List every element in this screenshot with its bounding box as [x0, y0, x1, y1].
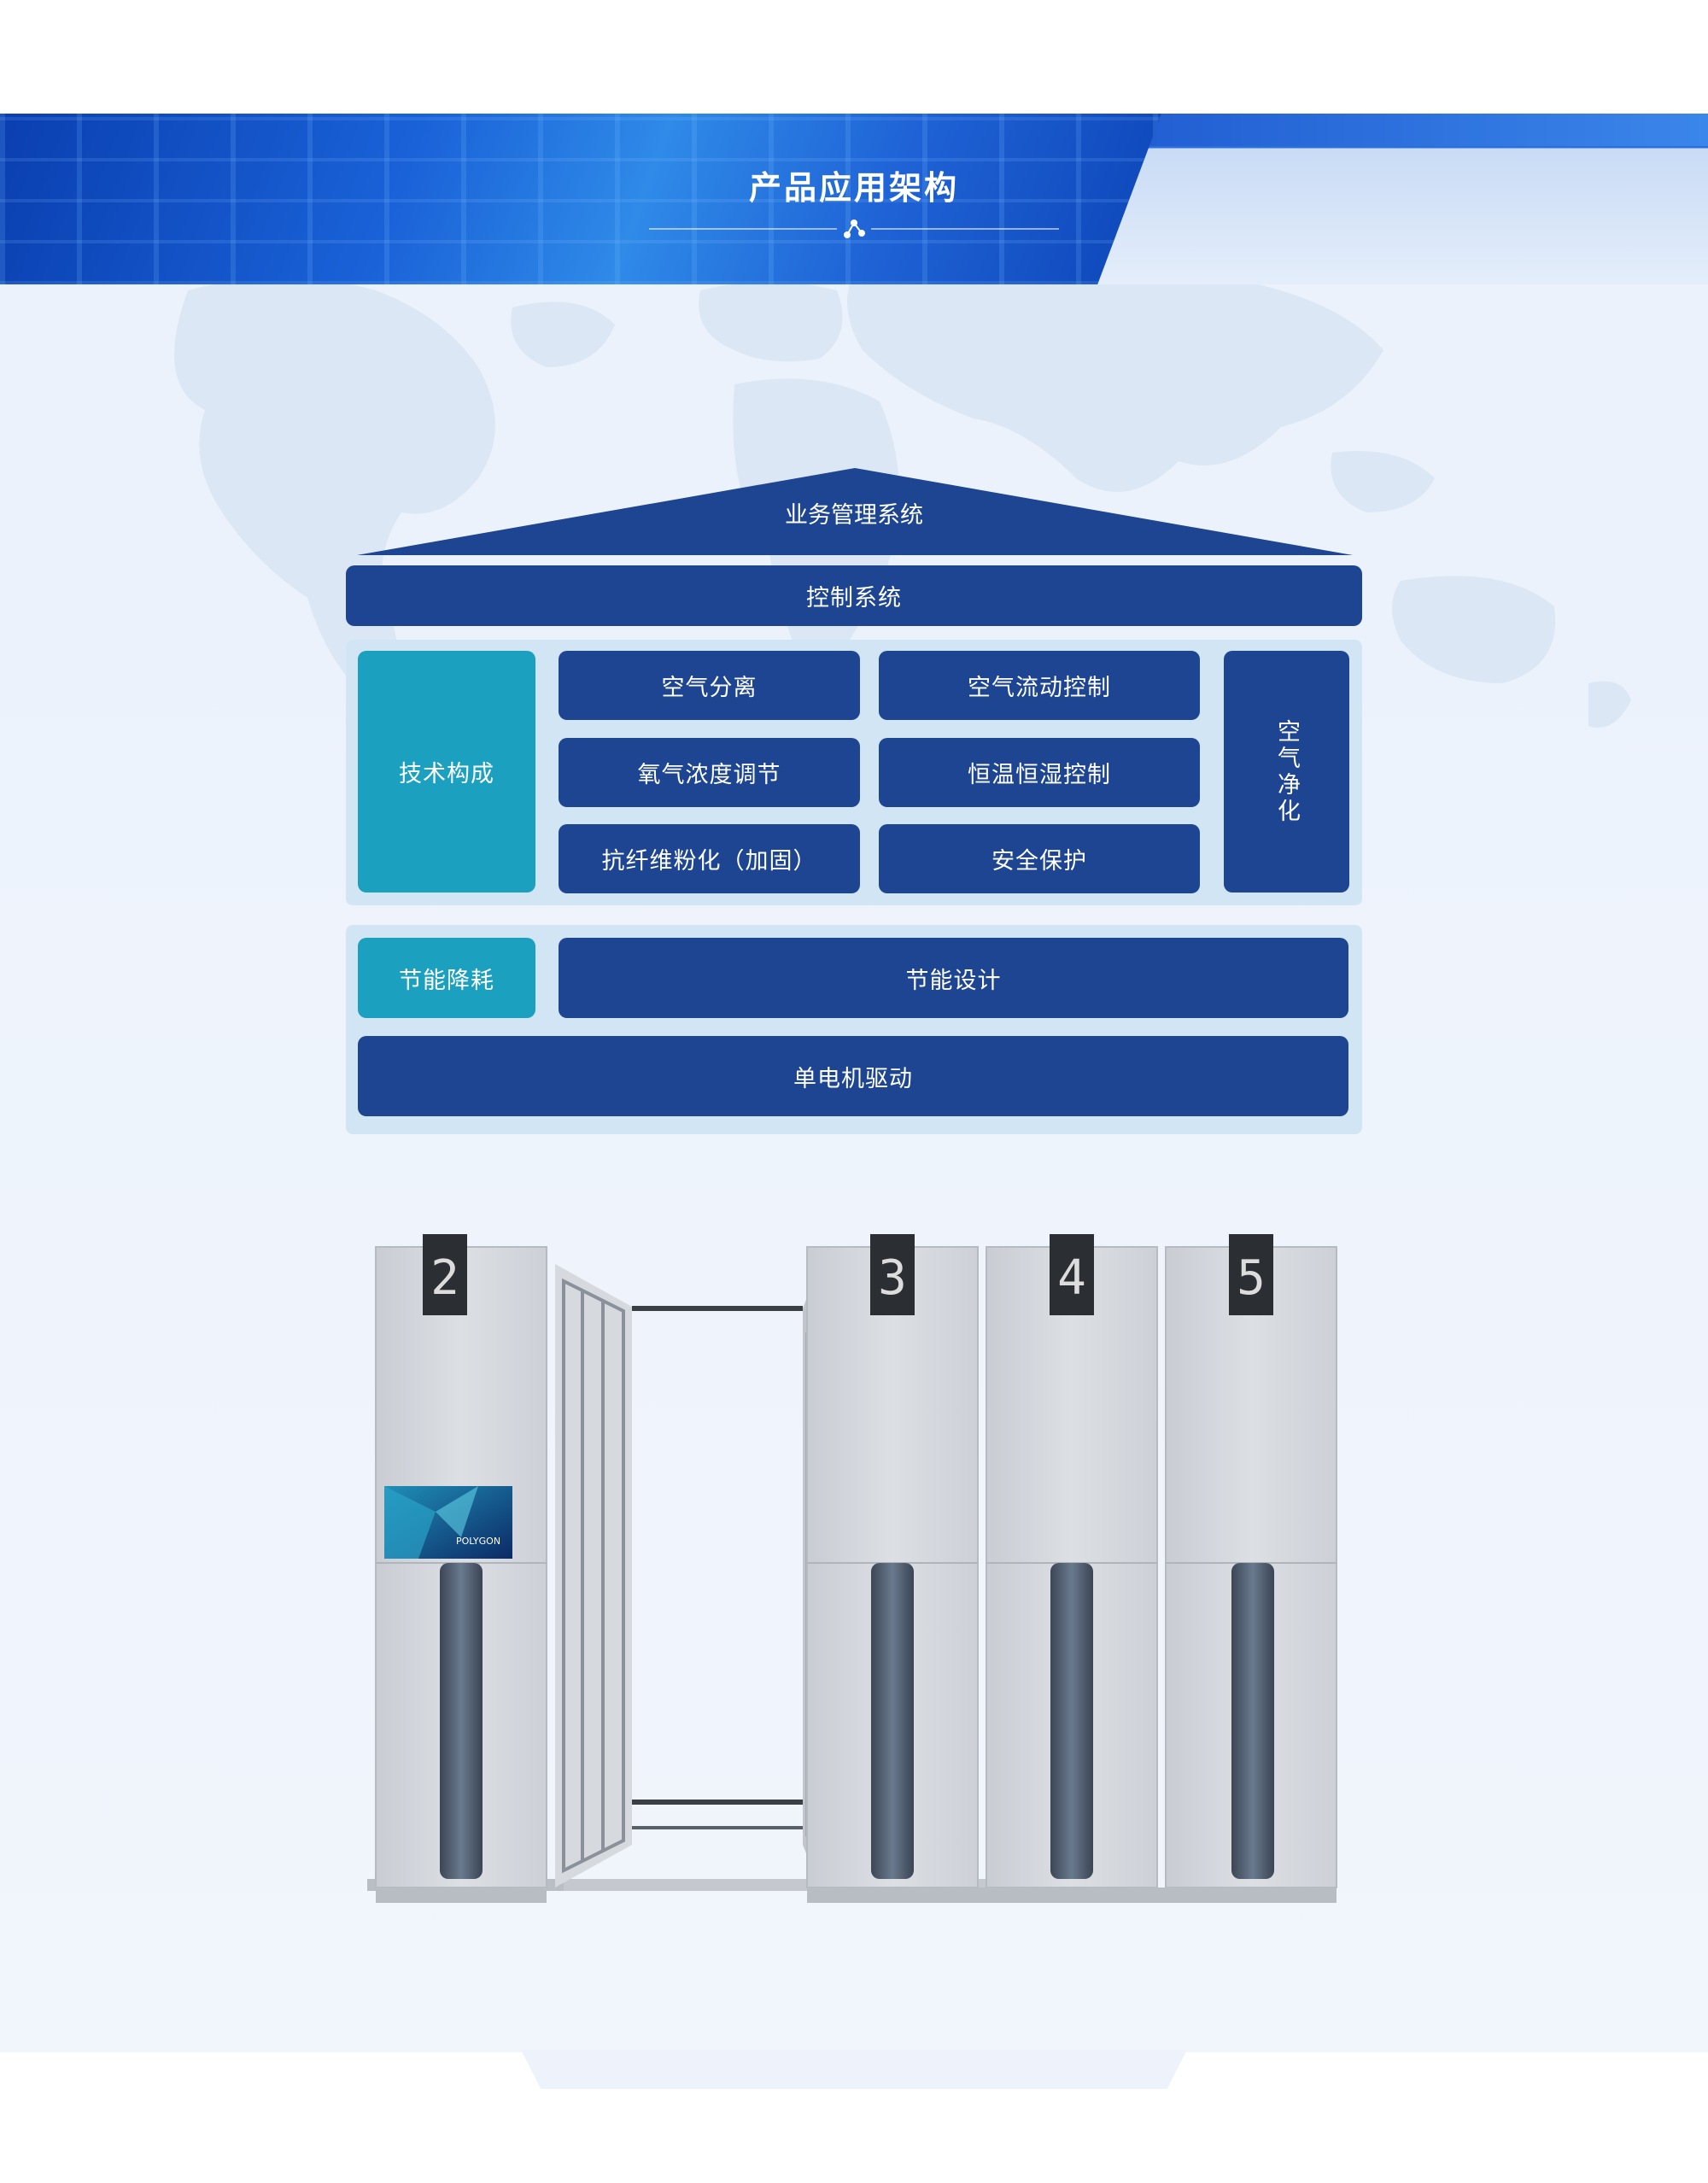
- page-title: 产品应用架构: [748, 169, 959, 207]
- title-divider-left: [649, 228, 837, 230]
- brand-logo-text: POLYGON: [456, 1536, 500, 1547]
- cabinet-number-2: 2: [430, 1250, 459, 1306]
- air-purification-label: 空气净化: [1224, 651, 1349, 893]
- banner-blue-panel: [0, 114, 1161, 284]
- cabinet-number-3: 3: [878, 1250, 907, 1306]
- banner-top-stripe: [1093, 114, 1708, 148]
- energy-saving-label: 节能降耗: [358, 938, 535, 1018]
- header-banner: 产品应用架构: [0, 114, 1708, 284]
- cabinet-number-5: 5: [1237, 1250, 1266, 1306]
- roof-triangle: [357, 468, 1353, 555]
- tech-item-oxygen-regulation: 氧气浓度调节: [559, 738, 860, 807]
- molecule-icon: [844, 219, 865, 238]
- tech-item-airflow-control: 空气流动控制: [879, 651, 1200, 720]
- cabinet-number-4: 4: [1057, 1250, 1086, 1306]
- tech-item-temperature-humidity: 恒温恒湿控制: [879, 738, 1200, 807]
- tech-composition-label: 技术构成: [358, 651, 535, 893]
- bottom-tab-shape: [521, 2050, 1187, 2089]
- banner-right-panel: [1093, 146, 1708, 284]
- mobile-shelving-illustration: 2 POLYGON 3 4 5: [367, 1234, 1337, 1903]
- single-motor-drive-bar: 单电机驱动: [358, 1036, 1348, 1116]
- control-system-bar: 控制系统: [346, 565, 1362, 626]
- business-management-label: 业务管理系统: [785, 502, 923, 529]
- energy-design-bar: 节能设计: [559, 938, 1348, 1018]
- tech-item-safety-protection: 安全保护: [879, 824, 1200, 893]
- tech-item-anti-fiber: 抗纤维粉化（加固）: [559, 824, 860, 893]
- title-divider-right: [871, 228, 1059, 230]
- tech-item-air-separation: 空气分离: [559, 651, 860, 720]
